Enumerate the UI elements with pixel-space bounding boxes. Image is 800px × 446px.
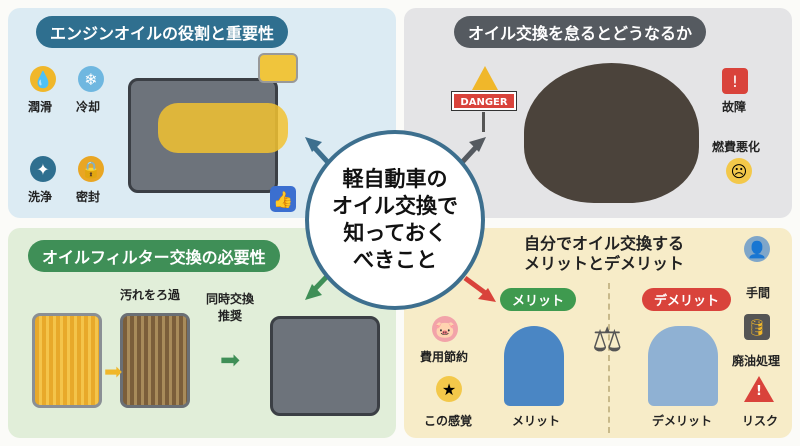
cost-saving-label: 費用節約 [420, 350, 469, 364]
merit-badge: メリット [500, 288, 577, 311]
engine-illustration [270, 316, 380, 416]
piggy-bank-icon: 🐷 [432, 316, 458, 342]
oil-role-title: エンジンオイルの役割と重要性 [36, 16, 289, 48]
happy-mechanic-illustration [504, 326, 564, 406]
sign-post [482, 112, 485, 132]
center-title: 軽自動車の オイル交換で 知っておく べきこと [305, 130, 485, 310]
oil-drop-icon: 💧 [30, 66, 56, 92]
role-cleaning: 洗浄 [28, 190, 53, 204]
filter-panel: オイルフィルター交換の必要性 汚れをろ過 ➡ 同時交換推奨 ➡ [8, 228, 396, 438]
oil-role-panel: エンジンオイルの役割と重要性 💧 潤滑 ❄ 冷却 ✦ 洗浄 🔒 密封 👍 [8, 8, 396, 218]
waste-oil-label: 廃油処理 [732, 354, 781, 368]
arrow-right-icon: ➡ [220, 346, 241, 374]
neglect-title: オイル交換を怠るとどうなるか [454, 16, 707, 48]
filter-title: オイルフィルター交換の必要性 [28, 240, 280, 272]
thumbs-up-icon: 👍 [270, 186, 296, 212]
arrow-to-diy [463, 275, 490, 298]
role-cooling: 冷却 [76, 100, 101, 114]
feeling-label: この感覚 [424, 414, 473, 428]
sad-face-icon: ☹ [726, 158, 752, 184]
oil-jug-icon [258, 53, 298, 83]
worried-person-illustration [648, 326, 718, 406]
merit-caption: メリット [512, 414, 561, 428]
diy-panel: 自分でオイル交換するメリットとデメリット メリット デメリット 🐷 費用節約 ★… [404, 228, 792, 438]
failure-label: 故障 [722, 100, 747, 114]
filter-dirt-label: 汚れをろ過 [120, 288, 181, 302]
lock-icon: 🔒 [78, 156, 104, 182]
oil-flow-illustration [158, 103, 288, 153]
fuel-economy-label: 燃費悪化 [712, 140, 761, 154]
divider [608, 283, 610, 433]
person-icon: 👤 [744, 236, 770, 262]
dirty-filter-illustration [120, 313, 190, 408]
demerit-badge: デメリット [642, 288, 732, 311]
neglect-panel: オイル交換を怠るとどうなるか DANGER ! 故障 燃費悪化 ☹ [404, 8, 792, 218]
role-sealing: 密封 [76, 190, 101, 204]
star-medal-icon: ★ [436, 376, 462, 402]
new-filter-illustration [32, 313, 102, 408]
diy-title: 自分でオイル交換するメリットとデメリット [524, 234, 685, 273]
arrow-right-icon: ➡ [104, 360, 123, 385]
warning-icon: ! [722, 68, 748, 94]
snowflake-icon: ❄ [78, 66, 104, 92]
replace-label: 同時交換推奨 [206, 292, 255, 323]
effort-label: 手間 [746, 286, 771, 300]
risk-label: リスク [742, 414, 779, 428]
role-lubrication: 潤滑 [28, 100, 53, 114]
demerit-caption: デメリット [652, 414, 713, 428]
sparkle-icon: ✦ [30, 156, 56, 182]
danger-sign: DANGER [451, 91, 517, 111]
scale-icon: ⚖ [592, 320, 623, 360]
oil-drum-icon: 🛢 [744, 314, 770, 340]
broken-engine-illustration [524, 63, 699, 203]
